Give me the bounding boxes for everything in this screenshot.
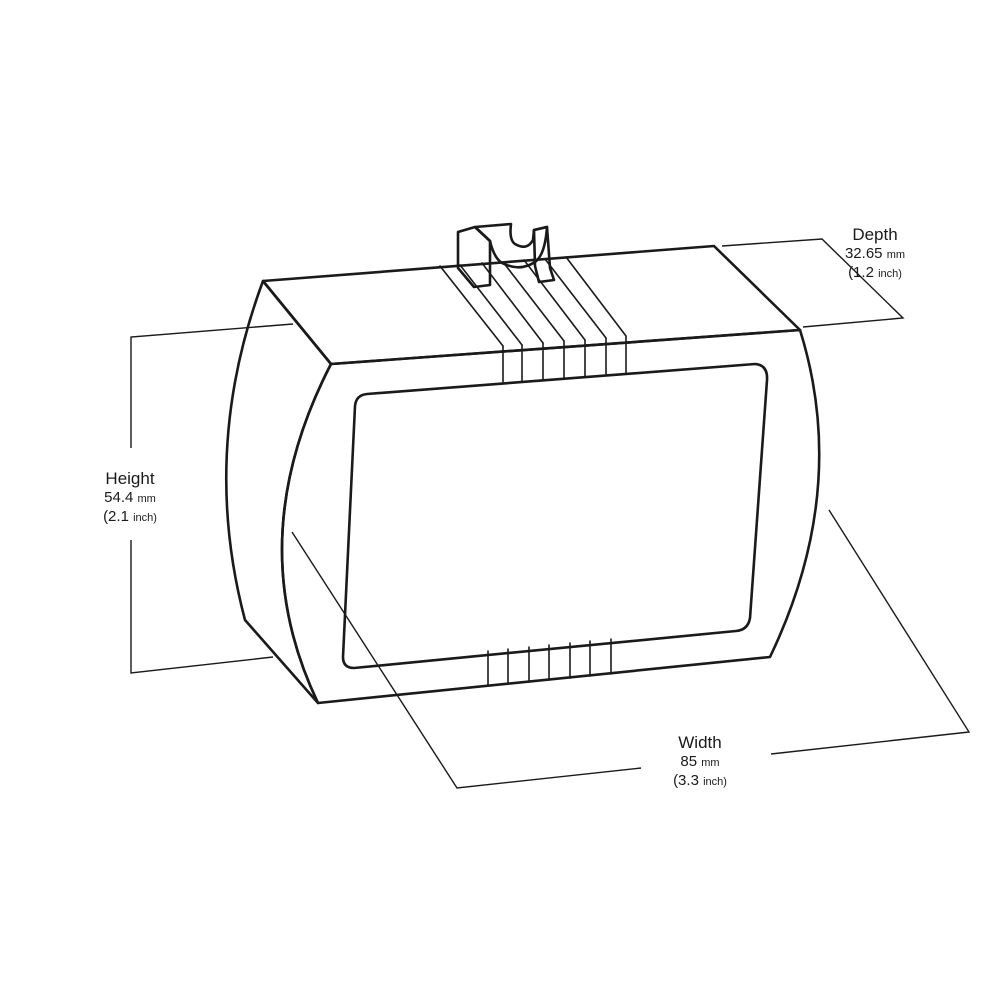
device-left-side	[224, 279, 333, 705]
height-title: Height	[105, 469, 155, 488]
device-body	[224, 244, 821, 705]
front-lower-ribs	[487, 638, 612, 687]
mounting-clip	[456, 222, 556, 289]
top-rib	[565, 256, 627, 337]
device-front-panel	[341, 362, 769, 670]
height-label: Height 54.4 mm (2.1 inch)	[70, 468, 190, 527]
width-metric: 85 mm	[640, 753, 760, 772]
depth-label: Depth 32.65 mm (1.2 inch)	[815, 224, 935, 283]
device-front-face	[280, 328, 821, 705]
height-metric-unit: mm	[137, 493, 156, 506]
height-imperial-value: (2.1	[103, 508, 129, 525]
height-imperial-unit: inch)	[133, 512, 157, 524]
top-rib	[523, 259, 586, 341]
clip-top	[473, 222, 549, 269]
width-imperial: (3.3 inch)	[640, 772, 760, 791]
clip-right	[532, 225, 556, 284]
depth-imperial-unit: inch)	[878, 268, 902, 280]
depth-imperial: (1.2 inch)	[815, 264, 935, 283]
depth-title: Depth	[852, 225, 898, 244]
width-dimension-line	[291, 531, 642, 789]
width-imperial-unit: inch)	[703, 776, 727, 788]
height-dimension-line-lower	[130, 540, 274, 674]
width-metric-value: 85	[680, 753, 698, 771]
top-rib	[481, 262, 544, 344]
top-ribs	[439, 256, 627, 347]
width-imperial-value: (3.3	[673, 772, 699, 789]
depth-metric-unit: mm	[886, 249, 906, 262]
height-metric-value: 54.4	[104, 489, 134, 507]
top-rib	[544, 258, 607, 339]
depth-dimension-line	[721, 238, 905, 328]
top-rib	[439, 265, 504, 347]
front-upper-ribs	[502, 335, 627, 383]
depth-metric: 32.65 mm	[815, 245, 935, 264]
depth-imperial-value: (1.2	[848, 264, 874, 281]
top-rib	[459, 264, 523, 346]
dimension-lines	[130, 238, 971, 789]
height-metric: 54.4 mm	[70, 489, 190, 508]
width-label: Width 85 mm (3.3 inch)	[640, 732, 760, 791]
depth-metric-value: 32.65	[844, 245, 883, 263]
height-dimension-line	[130, 323, 294, 448]
height-imperial: (2.1 inch)	[70, 508, 190, 527]
width-title: Width	[678, 733, 722, 752]
width-dimension-line-right	[770, 509, 971, 755]
top-rib	[502, 261, 565, 342]
width-metric-unit: mm	[701, 757, 720, 770]
